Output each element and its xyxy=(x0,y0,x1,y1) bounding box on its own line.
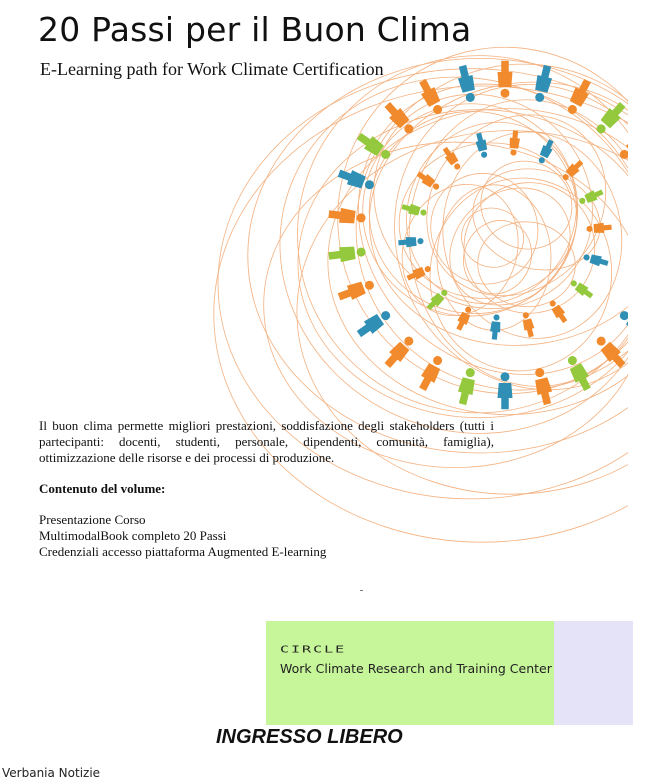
scribble-stroke xyxy=(477,221,576,308)
scribble-stroke xyxy=(429,177,613,372)
logo-name: CIRCLE xyxy=(280,644,347,656)
person-figure-icon xyxy=(582,251,610,269)
scribble-stroke xyxy=(442,131,623,339)
document-title: 20 Passi per il Buon Clima xyxy=(38,10,472,49)
person-figure-icon xyxy=(336,276,377,304)
logo-green-panel: CIRCLE Work Climate Research and Trainin… xyxy=(266,621,554,725)
person-figure-icon xyxy=(327,244,367,264)
entry-label: INGRESSO LIBERO xyxy=(216,726,403,748)
person-figure-icon xyxy=(473,132,490,159)
circle-logo: CIRCLE Work Climate Research and Trainin… xyxy=(266,621,633,725)
contents-list: Presentazione Corso MultimodalBook compl… xyxy=(39,512,326,560)
source-credit: Verbania Notizie xyxy=(2,766,101,780)
scribble-stroke xyxy=(472,168,601,271)
person-figure-icon xyxy=(563,77,595,117)
scribble-stroke xyxy=(368,110,578,315)
person-figure-icon xyxy=(489,313,502,340)
person-figure-icon xyxy=(592,332,628,371)
person-figure-icon xyxy=(354,306,394,341)
contents-item: Presentazione Corso xyxy=(39,512,146,527)
scribble-stroke xyxy=(263,141,628,468)
scribble-stroke xyxy=(327,108,628,415)
scribble-circles-graphic xyxy=(213,46,668,543)
scribble-stroke xyxy=(401,183,519,316)
contents-item: MultimodalBook completo 20 Passi xyxy=(39,528,227,543)
person-figure-icon xyxy=(592,99,628,138)
scribble-stroke xyxy=(217,68,628,500)
person-figure-icon xyxy=(634,166,668,193)
scribble-stroke xyxy=(406,121,577,304)
person-figure-icon xyxy=(455,64,479,104)
person-figure-icon xyxy=(535,138,556,166)
person-figure-icon xyxy=(634,277,668,304)
person-figure-icon xyxy=(520,311,537,338)
document-subtitle: E-Learning path for Work Climate Certifi… xyxy=(40,59,384,79)
scribble-stroke xyxy=(247,58,628,454)
logo-tagline: Work Climate Research and Training Cente… xyxy=(280,661,552,676)
person-figure-icon xyxy=(415,169,442,193)
stray-mark xyxy=(360,590,363,591)
person-figure-icon xyxy=(644,244,668,263)
scribble-stroke xyxy=(426,114,607,297)
person-figure-icon xyxy=(424,287,451,312)
scribble-stroke xyxy=(355,63,628,391)
scribble-stroke xyxy=(430,173,539,285)
person-figure-icon xyxy=(644,207,668,226)
person-figure-icon xyxy=(354,129,394,164)
person-figure-icon xyxy=(616,306,628,341)
person-figure-icon xyxy=(440,145,464,172)
scribble-stroke xyxy=(398,142,578,299)
person-figure-icon xyxy=(497,372,513,410)
scribble-stroke xyxy=(296,130,628,495)
person-figure-icon xyxy=(398,235,424,248)
scribble-stroke xyxy=(461,207,524,268)
description-paragraph: Il buon clima permette migliori prestazi… xyxy=(39,418,494,465)
scribble-stroke xyxy=(480,160,573,250)
contents-heading: Contenuto del volume: xyxy=(39,481,166,496)
scribble-stroke xyxy=(463,220,532,295)
scribble-stroke xyxy=(213,85,628,543)
person-figure-icon xyxy=(454,304,475,332)
person-figure-icon xyxy=(616,129,628,164)
contents-item: Credenziali accesso piattaforma Augmente… xyxy=(39,544,327,559)
scribble-stroke xyxy=(297,109,628,419)
person-figure-icon xyxy=(415,353,447,393)
